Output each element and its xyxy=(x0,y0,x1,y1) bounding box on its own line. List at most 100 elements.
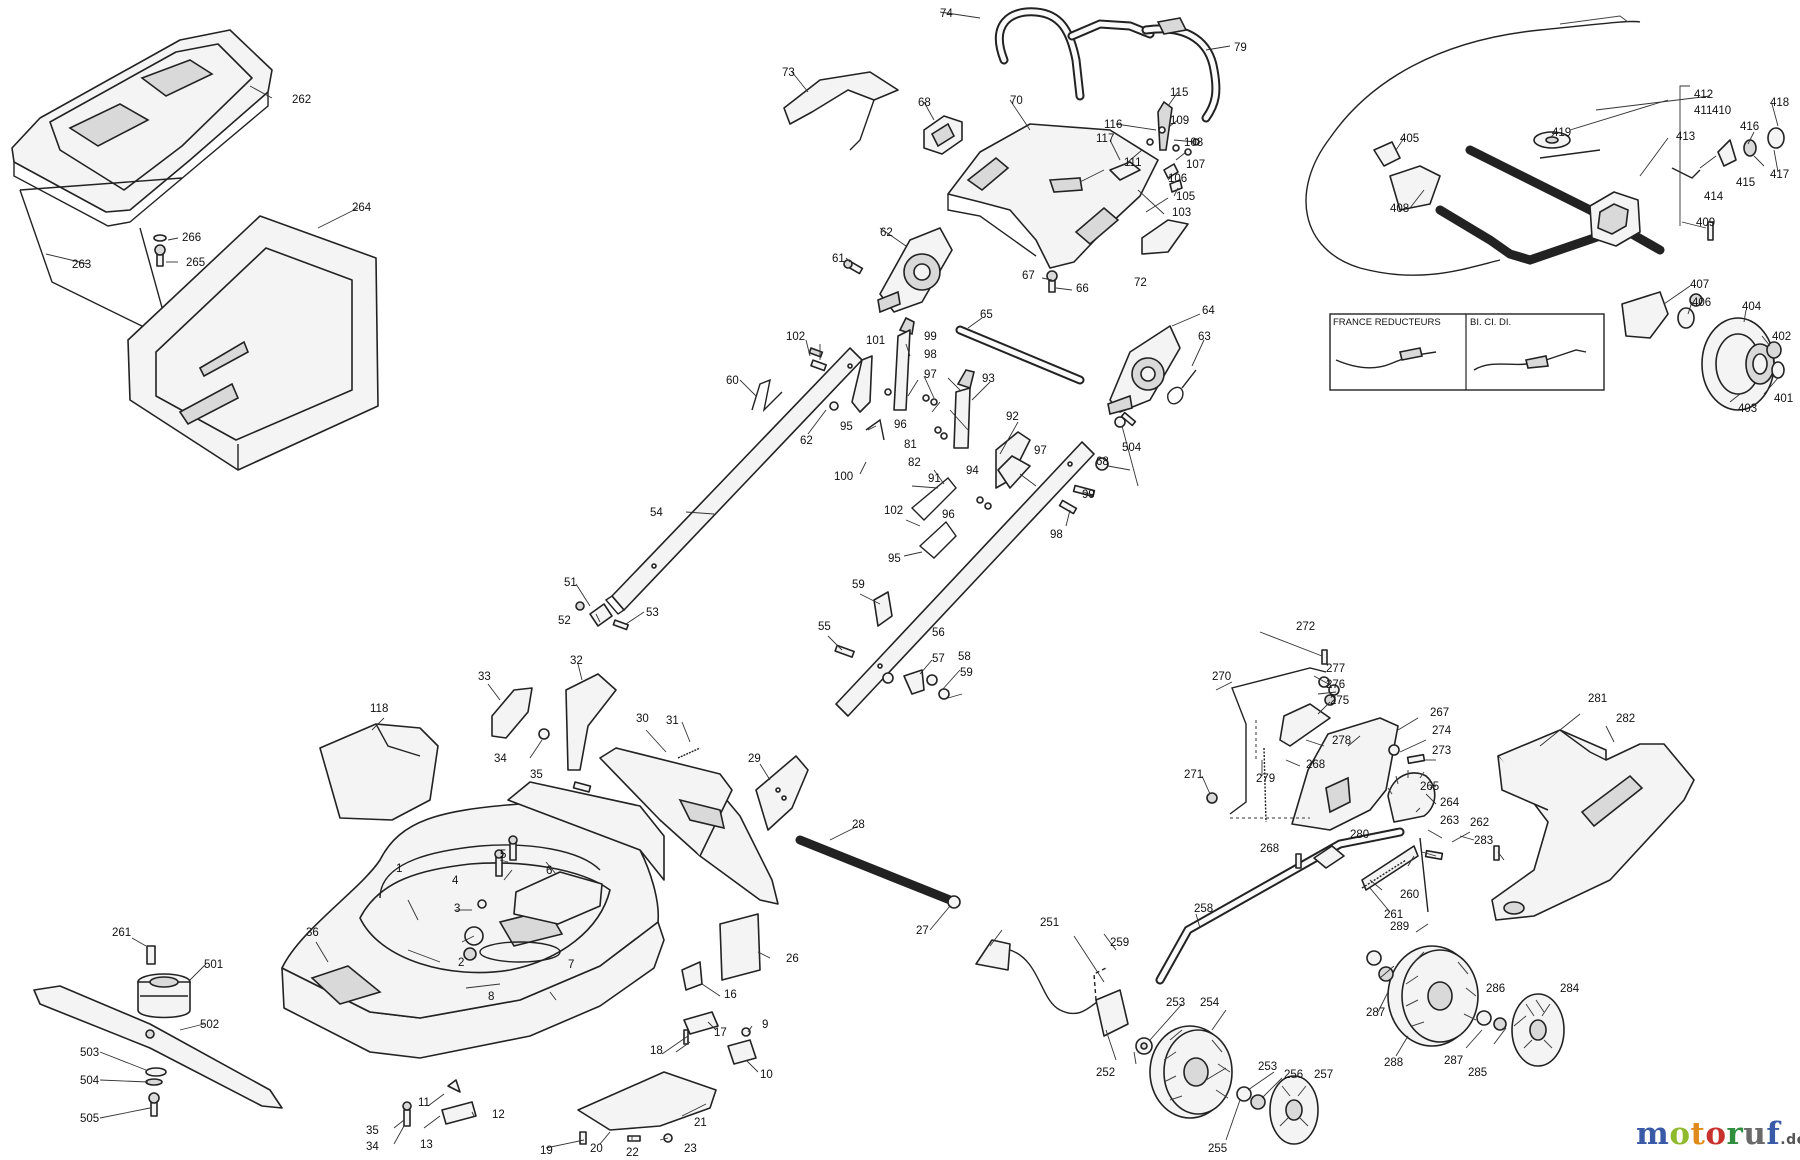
callout-7: 7 xyxy=(568,959,574,971)
callout-99: 99 xyxy=(1082,489,1095,501)
callout-283: 283 xyxy=(1474,835,1493,847)
reducer-insert-box: FRANCE REDUCTEURS BI. CI. DI. xyxy=(1329,313,1605,391)
callout-93: 91 xyxy=(928,473,941,485)
callout-20: 21 xyxy=(694,1117,707,1129)
screw-70-71 xyxy=(1046,270,1058,293)
callout-60: 59 xyxy=(852,579,865,591)
handle-tube-54 xyxy=(604,347,863,615)
callout-418: 418 xyxy=(1770,97,1789,109)
callout-271: 271 xyxy=(1184,769,1203,781)
callout-100: 93 xyxy=(982,373,995,385)
callout-70: 66 xyxy=(1076,283,1089,295)
callout-25: 27 xyxy=(916,925,929,937)
callout-505: 505 xyxy=(80,1113,99,1125)
callout-502: 502 xyxy=(200,1019,219,1031)
callout-503: 503 xyxy=(80,1047,99,1059)
callout-280: 280 xyxy=(1350,829,1369,841)
callout-268b: 268 xyxy=(1260,843,1279,855)
bracket-270 xyxy=(1229,667,1327,815)
callout-404: 404 xyxy=(1742,301,1762,313)
handle-tube-56 xyxy=(835,441,1095,717)
callout-66: 64 xyxy=(1202,305,1215,317)
callout-28: 30 xyxy=(636,713,649,725)
bag-screw-604 xyxy=(154,244,166,267)
callout-256: 256 xyxy=(1284,1069,1303,1081)
pulley-412 xyxy=(1533,131,1601,159)
callout-403: 403 xyxy=(1738,403,1757,415)
front-flap-171 xyxy=(319,723,439,821)
callout-13: 13 xyxy=(420,1139,433,1151)
callout-123: 116 xyxy=(1104,119,1122,131)
callout-8: 8 xyxy=(488,991,494,1003)
callout-19: 20 xyxy=(590,1143,603,1155)
callout-94: 92 xyxy=(1006,411,1019,423)
hardware-34-35-18-21-22 xyxy=(402,1101,673,1145)
lever-413 xyxy=(1671,167,1701,179)
callout-285: 285 xyxy=(1468,1067,1487,1079)
callout-408: 408 xyxy=(1390,203,1409,215)
callout-254: 254 xyxy=(1200,997,1220,1009)
callout-259: 259 xyxy=(1110,937,1129,949)
insert-right-title: BI. CI. DI. xyxy=(1470,317,1511,328)
clip-280 xyxy=(1313,845,1345,869)
callout-116: 105 xyxy=(1176,191,1195,203)
callout-601: 262 xyxy=(292,94,311,106)
callout-111: 102 xyxy=(786,331,805,343)
callout-22: 23 xyxy=(684,1143,697,1155)
deck-hardware xyxy=(477,835,518,909)
callout-27: 29 xyxy=(748,753,761,765)
wheel-hardware-253-256 xyxy=(1093,967,1266,1110)
callout-91: 81 xyxy=(904,439,917,451)
callout-32: 34 xyxy=(494,753,507,765)
callout-3: 3 xyxy=(454,903,460,915)
callout-5: 5 xyxy=(500,849,506,861)
callout-64: 62 xyxy=(880,227,893,239)
callout-33: 35 xyxy=(530,769,543,781)
callout-101: 94 xyxy=(966,465,979,477)
plate-275 xyxy=(1279,703,1331,747)
callout-30: 32 xyxy=(570,655,583,667)
height-lever-260-264 xyxy=(1361,837,1429,913)
callout-410: 410 xyxy=(1712,105,1731,117)
spring-261 xyxy=(1361,859,1407,889)
callout-1: 1 xyxy=(396,863,402,875)
callout-273: 273 xyxy=(1432,745,1451,757)
leader-lines xyxy=(45,11,1779,1149)
callout-124: 117 xyxy=(1096,133,1114,145)
callout-108: 99 xyxy=(924,331,937,343)
callout-73: 72 xyxy=(1134,277,1147,289)
callout-17: 18 xyxy=(650,1045,663,1057)
spring-65 xyxy=(1167,369,1197,405)
callout-118: 107 xyxy=(1186,159,1205,171)
spring-29 xyxy=(677,747,701,759)
callout-279: 279 xyxy=(1256,773,1275,785)
callout-4: 4 xyxy=(452,875,459,887)
callout-105: 96 xyxy=(894,419,907,431)
callout-412: 412 xyxy=(1694,89,1713,101)
gear-housing-407 xyxy=(1621,291,1669,339)
callout-63b: 504 xyxy=(1122,442,1142,454)
callout-58: 58 xyxy=(958,651,971,663)
hubcap-257 xyxy=(1269,1075,1319,1145)
handle-cover-73 xyxy=(1141,219,1189,255)
rear-flap-28 xyxy=(599,747,779,905)
callout-286: 286 xyxy=(1486,983,1505,995)
grass-bag-top-cover xyxy=(11,29,273,227)
callout-81: 74 xyxy=(940,8,953,20)
wheel-288 xyxy=(1387,945,1479,1047)
drive-wheel-404 xyxy=(1701,317,1775,411)
callout-82: 79 xyxy=(1234,42,1247,54)
callout-602: 263 xyxy=(72,259,91,271)
callout-501b: 501 xyxy=(204,959,223,971)
screw-63 xyxy=(843,259,864,275)
small-parts-115-124 xyxy=(1109,126,1200,193)
handle-grip-79 xyxy=(783,71,899,151)
gearbox-411 xyxy=(1589,191,1641,247)
callout-257: 257 xyxy=(1314,1069,1333,1081)
callout-414: 414 xyxy=(1704,191,1724,203)
handle-bar-82 xyxy=(1141,17,1221,123)
callout-282: 282 xyxy=(1616,713,1635,725)
bracket-11-12 xyxy=(441,1079,477,1125)
callout-11: 11 xyxy=(418,1097,430,1109)
